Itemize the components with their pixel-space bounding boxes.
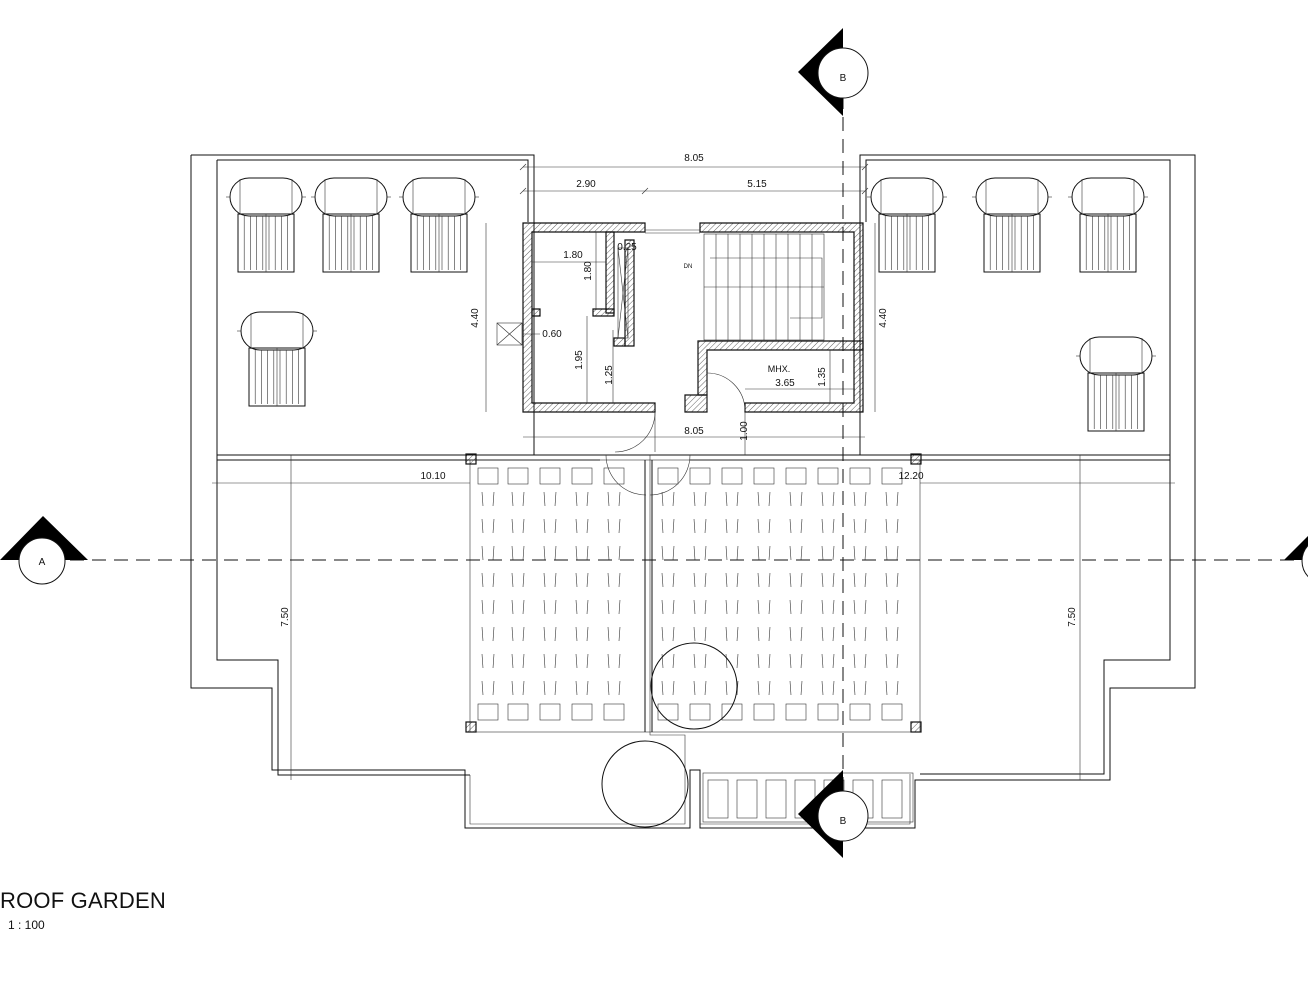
section-label-a: A [39,557,46,568]
building-core [496,222,864,496]
lounger-set [226,177,1156,432]
dim-right-span: 12.20 [898,471,923,482]
section-marker-a-right [1284,536,1308,578]
section-label-b-bottom: B [840,816,847,827]
dim-top-right: 5.15 [747,179,767,190]
section-marker-b-top: B [798,28,869,116]
dim-left-span: 10.10 [420,471,445,482]
pergola-area [465,453,922,828]
dimension-lines: 8.05 2.90 5.15 4.40 4.40 1.80 1.80 0.25 … [212,153,1175,780]
sun-lounger [311,177,391,273]
sun-lounger [399,177,479,273]
section-axes [70,95,1300,800]
drawing-scale: 1 : 100 [8,918,45,932]
dim-wc-height-2: 1.25 [604,365,615,385]
dim-mhx-width: 3.65 [775,378,795,389]
dim-shaft: 0.25 [617,242,637,253]
dim-top-overall: 8.05 [684,153,704,164]
drawing-title-block: ROOF GARDEN 1 : 100 [0,888,166,932]
drawing-title: ROOF GARDEN [0,888,166,913]
dim-wc-height: 1.95 [574,350,585,370]
dim-top-left: 2.90 [576,179,596,190]
sun-lounger [1068,177,1148,273]
mechanical-room-label: MHX. [768,364,791,374]
dim-room-height: 1.80 [583,261,594,281]
sun-lounger [972,177,1052,273]
dim-mhx-height: 1.35 [817,367,828,387]
dim-room-width: 1.80 [563,250,583,261]
sun-lounger [1076,336,1156,432]
section-marker-a-left: A [0,516,88,585]
section-label-b-top: B [840,73,847,84]
dim-core-height-left: 4.40 [470,308,481,328]
floor-plan-drawing: 8.05 2.90 5.15 4.40 4.40 1.80 1.80 0.25 … [0,28,1308,858]
dim-core-height-right: 4.40 [878,308,889,328]
dim-left-depth: 7.50 [280,607,291,627]
dim-duct: 0.60 [542,329,562,340]
dim-door-gap: 1.00 [739,421,750,441]
section-marker-b-bottom: B [798,770,869,858]
stair-down-label: DN [684,264,693,270]
sun-lounger [226,177,306,273]
dim-right-depth: 7.50 [1067,607,1078,627]
sun-lounger [237,311,317,407]
dim-core-bottom: 8.05 [684,426,704,437]
sun-lounger [867,177,947,273]
